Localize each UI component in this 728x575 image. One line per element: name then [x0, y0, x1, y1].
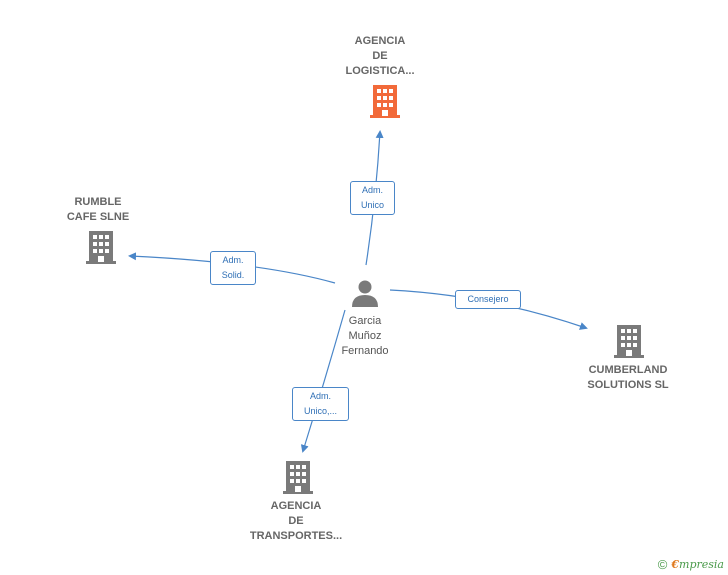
- label-line: DE: [288, 515, 304, 527]
- edge-label-adm-unico[interactable]: Adm. Unico: [350, 181, 395, 215]
- brand-name: €mpresia: [671, 558, 724, 571]
- edge-label-line: Consejero: [467, 294, 509, 304]
- building-icon[interactable]: [86, 231, 116, 264]
- label-line: Fernando: [341, 345, 389, 357]
- label-line: SOLUTIONS SL: [587, 379, 669, 391]
- edge-label-line: Unico,...: [303, 406, 337, 416]
- label-line: TRANSPORTES...: [249, 530, 343, 542]
- edge-label-line: Adm.: [309, 391, 331, 401]
- company-label-agencia-transportes[interactable]: AGENCIA DE TRANSPORTES...: [236, 499, 356, 544]
- label-line: AGENCIA: [354, 35, 406, 47]
- label-line: Muñoz: [348, 330, 382, 342]
- edge-label-line: Unico: [360, 200, 384, 210]
- edge-label-line: Solid.: [221, 270, 245, 280]
- edge-label-line: Adm.: [222, 255, 244, 265]
- person-label[interactable]: Garcia Muñoz Fernando: [317, 314, 413, 359]
- footer-brand[interactable]: © €mpresia: [658, 557, 724, 572]
- label-line: CAFE SLNE: [66, 211, 130, 223]
- company-label-agencia-logistica[interactable]: AGENCIA DE LOGISTICA...: [325, 34, 435, 79]
- edge-label-line: Adm.: [361, 185, 383, 195]
- edge-label-adm-unico-more[interactable]: Adm. Unico,...: [292, 387, 349, 421]
- brand-rest: mpresia: [679, 558, 724, 571]
- copyright-icon: ©: [657, 557, 668, 572]
- company-label-rumble[interactable]: RUMBLE CAFE SLNE: [48, 195, 148, 225]
- company-label-cumberland[interactable]: CUMBERLAND SOLUTIONS SL: [572, 363, 684, 393]
- person-icon[interactable]: [352, 280, 378, 308]
- edge-label-adm-solid[interactable]: Adm. Solid.: [210, 251, 256, 285]
- label-line: DE: [372, 50, 388, 62]
- label-line: AGENCIA: [270, 500, 322, 512]
- brand-initial: €: [671, 558, 680, 571]
- label-line: CUMBERLAND: [588, 364, 668, 376]
- label-line: LOGISTICA...: [345, 65, 415, 77]
- label-line: Garcia: [348, 315, 382, 327]
- building-icon[interactable]: [283, 461, 313, 494]
- edge-label-consejero[interactable]: Consejero: [455, 290, 521, 309]
- building-icon[interactable]: [614, 325, 644, 358]
- building-icon[interactable]: [370, 85, 400, 118]
- edge-to-transportes: [300, 309, 346, 453]
- label-line: RUMBLE: [74, 196, 122, 208]
